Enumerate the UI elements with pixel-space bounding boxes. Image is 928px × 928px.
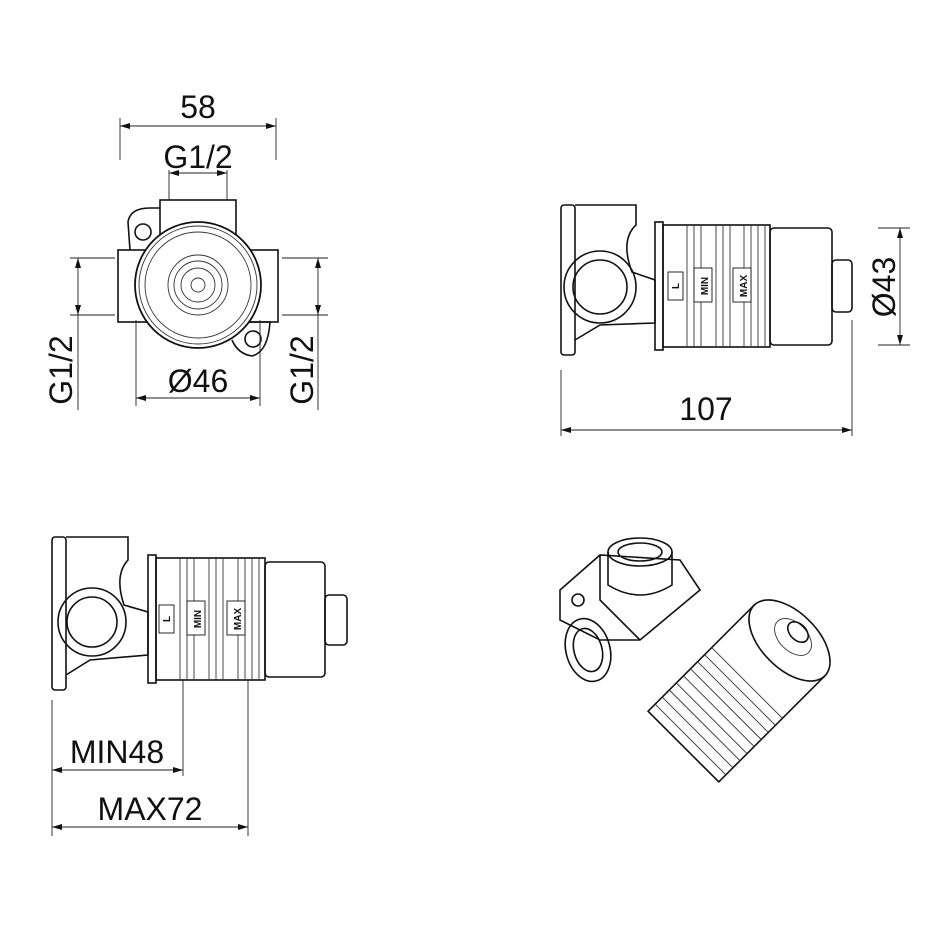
dim-diameter-43: Ø43 — [866, 257, 902, 317]
lower-ear — [231, 321, 271, 357]
depth-view: L MIN MAX MIN48 MAX72 — [51, 536, 348, 836]
marking-l: L — [671, 283, 682, 289]
dim-width: 58 — [180, 89, 216, 125]
ribs — [179, 558, 260, 680]
marking-min-2: MIN — [193, 610, 204, 628]
upper-ear — [127, 207, 160, 251]
front-view: 58 G1/2 G1/2 G1/2 Ø46 — [43, 89, 328, 410]
lower-ear-hole — [244, 330, 262, 348]
isometric-view — [559, 537, 831, 784]
dim-max-72: MAX72 — [98, 791, 203, 827]
upper-ear-hole — [134, 223, 152, 241]
marking-max-2: MAX — [233, 608, 244, 631]
dim-left-thread: G1/2 — [43, 335, 79, 404]
dim-length-107: 107 — [679, 391, 732, 427]
marking-l-2: L — [162, 616, 173, 622]
marking-max: MAX — [739, 275, 750, 298]
body-circle — [134, 221, 262, 349]
side-view: L MIN MAX Ø43 107 — [560, 204, 910, 436]
dim-diameter-46: Ø46 — [168, 363, 228, 399]
iso-ribs — [654, 647, 783, 776]
dim-right-thread: G1/2 — [284, 335, 320, 404]
dim-min-48: MIN48 — [70, 734, 164, 770]
marking-min: MIN — [700, 277, 711, 295]
dim-top-thread: G1/2 — [163, 139, 232, 175]
